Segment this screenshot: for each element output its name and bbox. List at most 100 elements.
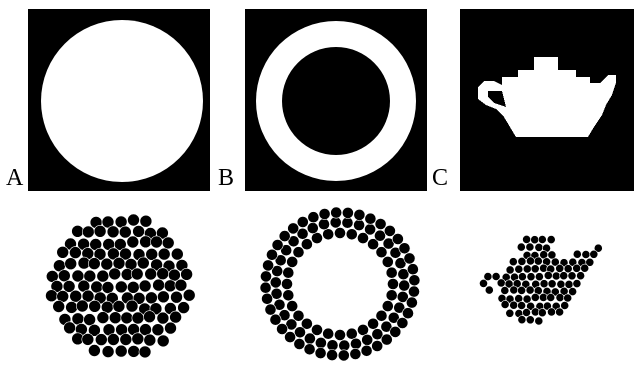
teapot-mask-svg <box>460 9 634 191</box>
panel-b-annulus-mask <box>245 9 427 191</box>
particle <box>334 227 345 238</box>
particle <box>262 293 273 304</box>
particle <box>113 257 125 269</box>
particle <box>168 269 180 281</box>
particle <box>506 266 514 274</box>
panel-a-disk-mask <box>28 9 210 191</box>
particle <box>144 311 156 323</box>
particle <box>102 282 114 294</box>
particle <box>89 300 101 312</box>
particle <box>539 293 547 301</box>
particle <box>162 237 174 249</box>
particle <box>113 300 125 312</box>
particle <box>523 265 531 273</box>
annulus-mask-svg <box>245 9 427 191</box>
particle <box>560 272 568 280</box>
particle <box>121 312 133 324</box>
particle <box>281 278 292 289</box>
particle <box>573 280 581 288</box>
particle <box>293 247 304 258</box>
panel-label-c: C <box>432 166 448 190</box>
particle <box>399 280 410 291</box>
particle <box>510 286 518 294</box>
particle <box>407 264 418 275</box>
particle <box>307 223 318 234</box>
particle <box>115 281 127 293</box>
particle <box>331 207 342 218</box>
particle <box>485 286 493 294</box>
particle <box>308 212 319 223</box>
particle <box>526 316 534 324</box>
particle <box>97 312 109 324</box>
particle <box>365 213 376 224</box>
particle <box>72 313 84 325</box>
particle <box>556 294 564 302</box>
particle <box>153 279 165 291</box>
particle <box>315 348 326 359</box>
particle <box>538 235 546 243</box>
particle <box>506 309 514 317</box>
particle <box>164 280 176 292</box>
particle <box>323 328 334 339</box>
particle <box>101 258 113 270</box>
particle <box>548 280 556 288</box>
particle <box>132 333 144 345</box>
packing-disk <box>40 204 240 366</box>
particle <box>65 258 77 270</box>
particle <box>260 271 271 282</box>
particle <box>132 312 144 324</box>
particle <box>497 279 505 287</box>
particle <box>66 301 78 313</box>
particle <box>171 291 183 303</box>
particle <box>372 340 383 351</box>
particle <box>515 265 523 273</box>
particle <box>94 225 106 237</box>
particle <box>119 226 131 238</box>
particle <box>547 308 555 316</box>
particle <box>279 231 290 242</box>
particle <box>382 256 393 267</box>
particle <box>287 301 298 312</box>
particle <box>518 273 526 281</box>
particle <box>518 301 526 309</box>
particle <box>538 309 546 317</box>
particle <box>128 345 140 357</box>
particle <box>501 300 509 308</box>
particle <box>137 257 149 269</box>
particle <box>581 264 589 272</box>
particle <box>58 270 70 282</box>
disk-shape <box>41 20 203 182</box>
teapot-packing-svg <box>470 204 634 366</box>
particle <box>95 334 107 346</box>
particle <box>183 289 195 301</box>
particle <box>386 290 397 301</box>
particle <box>133 225 145 237</box>
particle <box>361 345 372 356</box>
particle <box>82 333 94 345</box>
particle <box>531 236 539 244</box>
particle <box>170 311 182 323</box>
particle <box>368 318 379 329</box>
particle <box>544 271 552 279</box>
particle <box>304 333 315 344</box>
particle <box>270 277 281 288</box>
particle <box>318 219 329 230</box>
particle <box>84 314 96 326</box>
particle <box>523 235 531 243</box>
particle <box>330 217 341 228</box>
particle <box>126 300 138 312</box>
particle <box>304 344 315 355</box>
particle <box>294 338 305 349</box>
particle <box>120 334 132 346</box>
particle <box>346 328 357 339</box>
particle <box>392 233 403 244</box>
particle <box>46 290 58 302</box>
particle <box>152 324 164 336</box>
particle <box>526 243 534 251</box>
particle <box>266 249 277 260</box>
particle <box>518 257 526 265</box>
particle <box>178 302 190 314</box>
particle <box>157 291 169 303</box>
particle <box>531 293 539 301</box>
particle <box>350 338 361 349</box>
